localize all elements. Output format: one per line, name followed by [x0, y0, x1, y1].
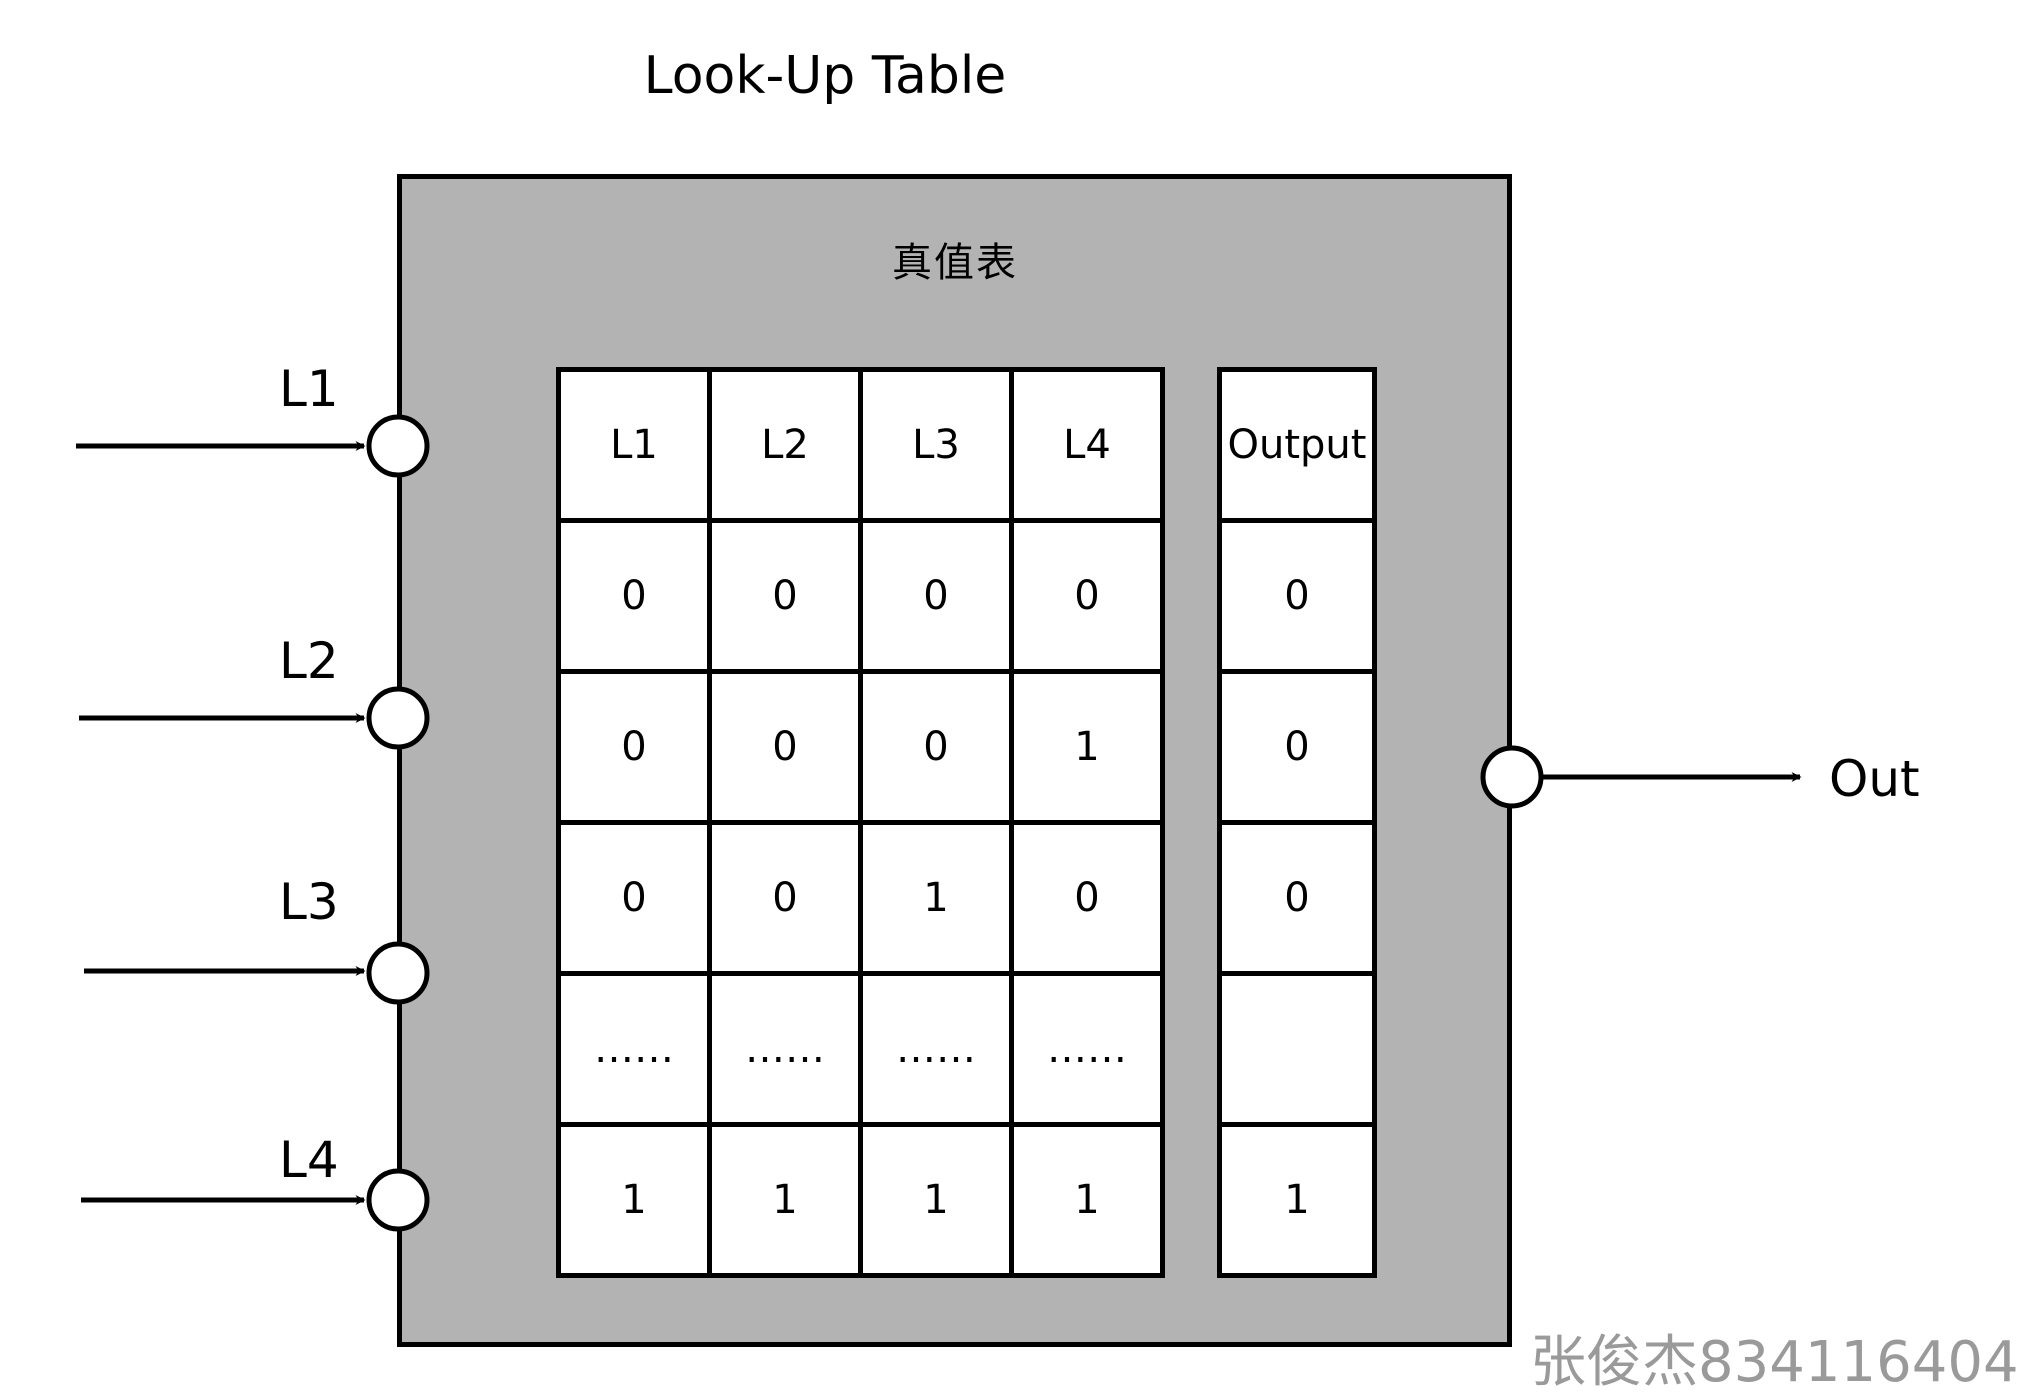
- ellipsis-cell: ……: [556, 971, 712, 1127]
- table-cell: 0: [858, 518, 1014, 674]
- table-cell: 0: [858, 669, 1014, 825]
- input-port-l1: [366, 414, 430, 478]
- ellipsis-cell: ……: [1009, 971, 1165, 1127]
- table-row: 0 0 0 1: [556, 669, 1165, 825]
- input-label-l3: L3: [279, 873, 339, 931]
- output-header-row: Output: [1217, 367, 1377, 523]
- output-cell: [1217, 971, 1377, 1127]
- table-cell: 1: [858, 820, 1014, 976]
- table-row-ellipsis: …… …… …… ……: [556, 971, 1165, 1127]
- header-cell-l1: L1: [556, 367, 712, 523]
- output-cell: 0: [1217, 518, 1377, 674]
- input-label-l1: L1: [279, 360, 339, 418]
- input-label-l2: L2: [279, 632, 339, 690]
- table-row: 1 1 1 1: [556, 1122, 1165, 1278]
- table-cell: 0: [1009, 518, 1165, 674]
- header-cell-l3: L3: [858, 367, 1014, 523]
- output-cell: 0: [1217, 669, 1377, 825]
- input-label-l4: L4: [279, 1131, 339, 1189]
- output-cell: 0: [1217, 820, 1377, 976]
- table-cell: 0: [556, 820, 712, 976]
- input-port-l2: [366, 686, 430, 750]
- header-cell-l4: L4: [1009, 367, 1165, 523]
- table-cell: 0: [707, 820, 863, 976]
- connector-layer: [76, 414, 1802, 1232]
- output-row: 0: [1217, 518, 1377, 674]
- table-cell: 1: [858, 1122, 1014, 1278]
- output-row: 0: [1217, 669, 1377, 825]
- table-cell: 1: [556, 1122, 712, 1278]
- ellipsis-cell: ……: [858, 971, 1014, 1127]
- truth-table-inputs: L1 L2 L3 L4 0 0 0 0 0 0 0 1 0 0 1 0 …… ……: [556, 367, 1165, 1278]
- table-header-row: L1 L2 L3 L4: [556, 367, 1165, 523]
- output-label: Out: [1829, 750, 1920, 808]
- input-port-l3: [366, 941, 430, 1005]
- table-cell: 1: [1009, 669, 1165, 825]
- truth-table-output: Output 0 0 0 1: [1217, 367, 1377, 1278]
- output-header-cell: Output: [1217, 367, 1377, 523]
- table-cell: 1: [1009, 1122, 1165, 1278]
- table-row: 0 0 0 0: [556, 518, 1165, 674]
- output-row: [1217, 971, 1377, 1127]
- table-cell: 0: [1009, 820, 1165, 976]
- diagram-title: Look-Up Table: [643, 46, 1007, 106]
- output-row: 1: [1217, 1122, 1377, 1278]
- table-cell: 0: [556, 669, 712, 825]
- output-row: 0: [1217, 820, 1377, 976]
- ellipsis-cell: ……: [707, 971, 863, 1127]
- output-port: [1480, 745, 1544, 809]
- output-cell: 1: [1217, 1122, 1377, 1278]
- header-cell-l2: L2: [707, 367, 863, 523]
- table-cell: 1: [707, 1122, 863, 1278]
- table-cell: 0: [707, 669, 863, 825]
- table-cell: 0: [707, 518, 863, 674]
- table-cell: 0: [556, 518, 712, 674]
- table-row: 0 0 1 0: [556, 820, 1165, 976]
- truth-table-title: 真值表: [892, 240, 1018, 286]
- input-port-l4: [366, 1168, 430, 1232]
- watermark: 张俊杰834116404: [1530, 1330, 2019, 1395]
